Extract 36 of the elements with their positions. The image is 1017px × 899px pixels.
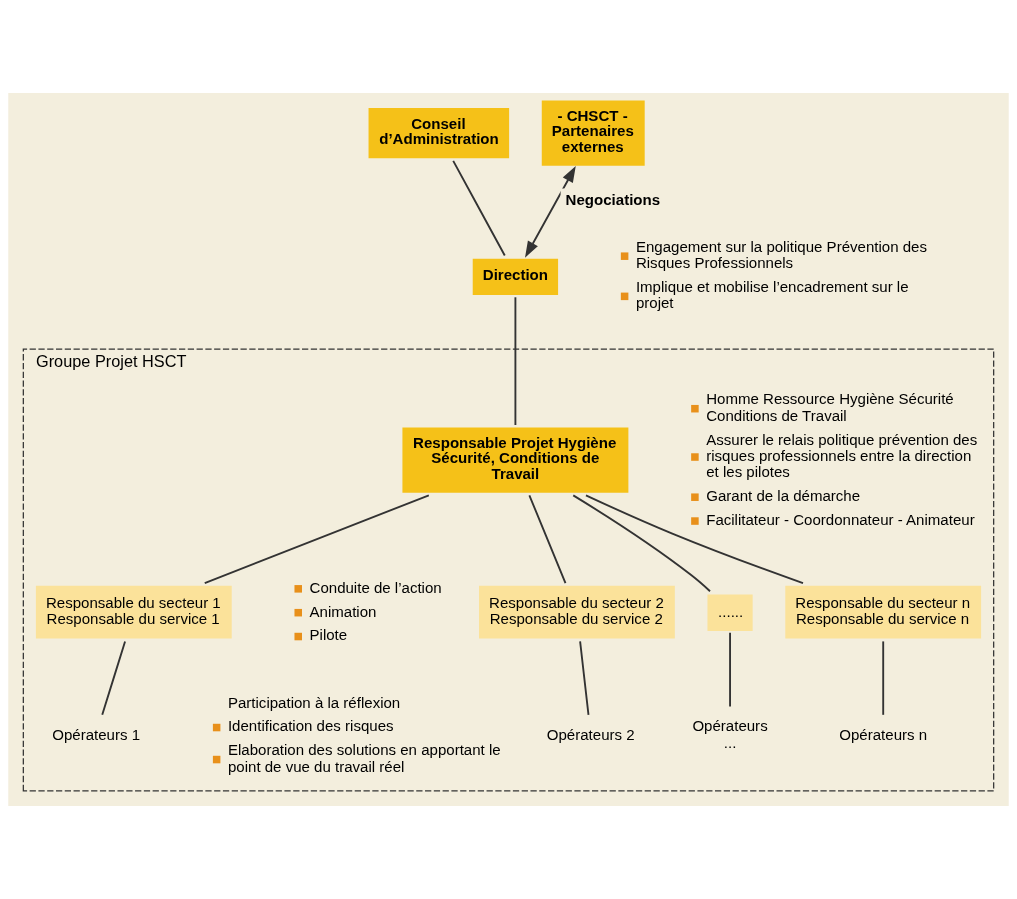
- node-label: Participation à la réflexion: [227, 693, 401, 711]
- node-box: Responsable du secteur n Responsable du service n: [785, 585, 982, 639]
- connector: [585, 494, 804, 585]
- connector: [514, 296, 517, 426]
- connector: [528, 494, 567, 584]
- node-box: Responsable du secteur 1 Responsable du service 1: [35, 585, 232, 639]
- node-box: Responsable du secteur 2 Responsable du service 2: [479, 585, 675, 639]
- connector: [452, 159, 506, 257]
- node-text: Opérateurs 2: [546, 726, 635, 744]
- connector: [101, 640, 126, 716]
- node-text: Opérateurs ...: [692, 717, 768, 751]
- node-label: Elaboration des solutions en apportant le point de vue du travail réel: [227, 741, 501, 775]
- connector: [729, 631, 731, 708]
- node-label: Implique et mobilise l’encadrement sur le projet: [635, 278, 909, 312]
- node-label: Assurer le relais politique prévention des risques professionnels entre la direction et les pilotes: [706, 430, 978, 481]
- node-box: ......: [707, 594, 753, 631]
- connector: [579, 640, 590, 716]
- node-text: Opérateurs n: [839, 726, 928, 744]
- node-label: Animation: [309, 602, 377, 620]
- node-label: Homme Ressource Hygiène Sécurité Conditions de Travail: [706, 390, 954, 424]
- node-label: Identification des risques: [227, 717, 394, 735]
- arrow: [525, 165, 576, 258]
- connector: [572, 494, 711, 593]
- node-box: Direction: [472, 258, 559, 296]
- connector: [203, 494, 430, 584]
- node-box: Conseil d’Administration: [368, 108, 510, 159]
- node-label: Engagement sur la politique Prévention des Risques Professionnels: [635, 237, 927, 272]
- node-label: Pilote: [309, 626, 348, 644]
- node-box: - CHSCT - Partenaires externes: [541, 100, 645, 166]
- node-label: Garant de la démarche: [706, 487, 861, 505]
- edge-label: Negociations: [565, 190, 661, 208]
- node-label: Conduite de l’action: [309, 578, 442, 596]
- node-label: Facilitateur - Coordonnateur - Animateur: [706, 510, 975, 528]
- node-box: Responsable Projet Hygiène Sécurité, Conditions de Travail: [402, 427, 629, 493]
- connector: [882, 640, 885, 716]
- node-text: Opérateurs 1: [52, 726, 141, 744]
